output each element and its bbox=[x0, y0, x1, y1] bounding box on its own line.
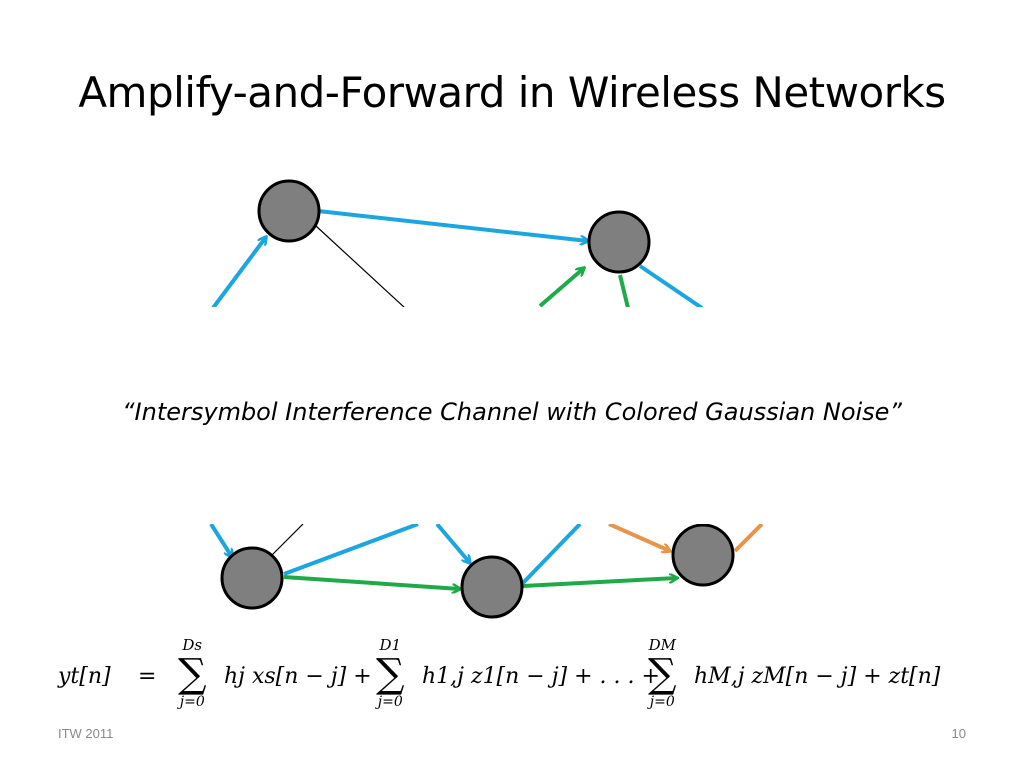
edge-blue-incoming-top-left bbox=[211, 237, 266, 307]
node-bottom-right bbox=[671, 524, 735, 587]
equation: yt[n] = Ds ∑ j=0 hj xs[n − j] + D1 ∑ j=0… bbox=[58, 636, 958, 726]
sum-source-upper: Ds bbox=[182, 636, 203, 654]
edge-blue-bottom-mid-outgoing bbox=[520, 524, 582, 586]
slide-quote: “Intersymbol Interference Channel with C… bbox=[122, 398, 902, 426]
sum-interferer-1-sigma: ∑ bbox=[376, 651, 405, 697]
edge-green-bottom-2 bbox=[522, 578, 677, 588]
edge-blue-bottom-upward bbox=[283, 524, 419, 576]
bottom-network-fragment bbox=[209, 524, 764, 619]
node-top-left bbox=[257, 179, 321, 243]
sum-interferer-m-lower: j=0 bbox=[649, 694, 675, 710]
sum-interferer-1-upper: D1 bbox=[379, 636, 402, 654]
top-network-fragment bbox=[211, 179, 704, 307]
edge-blue-top-relay bbox=[317, 209, 588, 241]
sum-source: Ds ∑ j=0 bbox=[178, 636, 207, 710]
edge-blue-incoming-bottom-mid bbox=[435, 524, 470, 563]
footer-conference: ITW 2011 bbox=[58, 726, 114, 741]
sum-interferer-m-upper: DM bbox=[648, 636, 676, 654]
edge-black-top bbox=[315, 225, 405, 307]
sum-interferer-m-term: hM,j zM[n − j] + zt[n] bbox=[694, 664, 941, 689]
edge-orange-incoming-bottom bbox=[608, 524, 670, 551]
edge-green-bottom-1 bbox=[283, 575, 460, 589]
sum-source-term: hj xs[n − j] + bbox=[224, 664, 372, 689]
sum-interferer-1: D1 ∑ j=0 bbox=[376, 636, 405, 710]
sum-source-sigma: ∑ bbox=[178, 651, 207, 697]
edge-orange-outgoing-bottom bbox=[733, 524, 764, 553]
edge-green-outgoing-top bbox=[618, 274, 630, 307]
node-top-right bbox=[587, 210, 651, 274]
footer-page-number: 10 bbox=[951, 726, 966, 741]
sum-interferer-m: DM ∑ j=0 bbox=[648, 636, 677, 710]
node-bottom-middle bbox=[460, 555, 524, 619]
sum-interferer-1-lower: j=0 bbox=[377, 694, 403, 710]
edge-green-incoming-top bbox=[538, 268, 584, 307]
edge-blue-outgoing-top bbox=[638, 264, 704, 307]
sum-source-lower: j=0 bbox=[179, 694, 205, 710]
slide-title: Amplify-and-Forward in Wireless Networks bbox=[78, 68, 946, 117]
edge-black-bottom bbox=[270, 524, 304, 557]
sum-interferer-m-sigma: ∑ bbox=[648, 651, 677, 697]
sum-interferer-1-term: h1,j z1[n − j] + . . . + bbox=[422, 664, 660, 689]
edge-blue-incoming-bottom-left bbox=[209, 524, 232, 557]
node-bottom-left bbox=[220, 546, 284, 610]
equation-equals: = bbox=[138, 664, 157, 689]
equation-lhs: yt[n] bbox=[58, 664, 111, 689]
